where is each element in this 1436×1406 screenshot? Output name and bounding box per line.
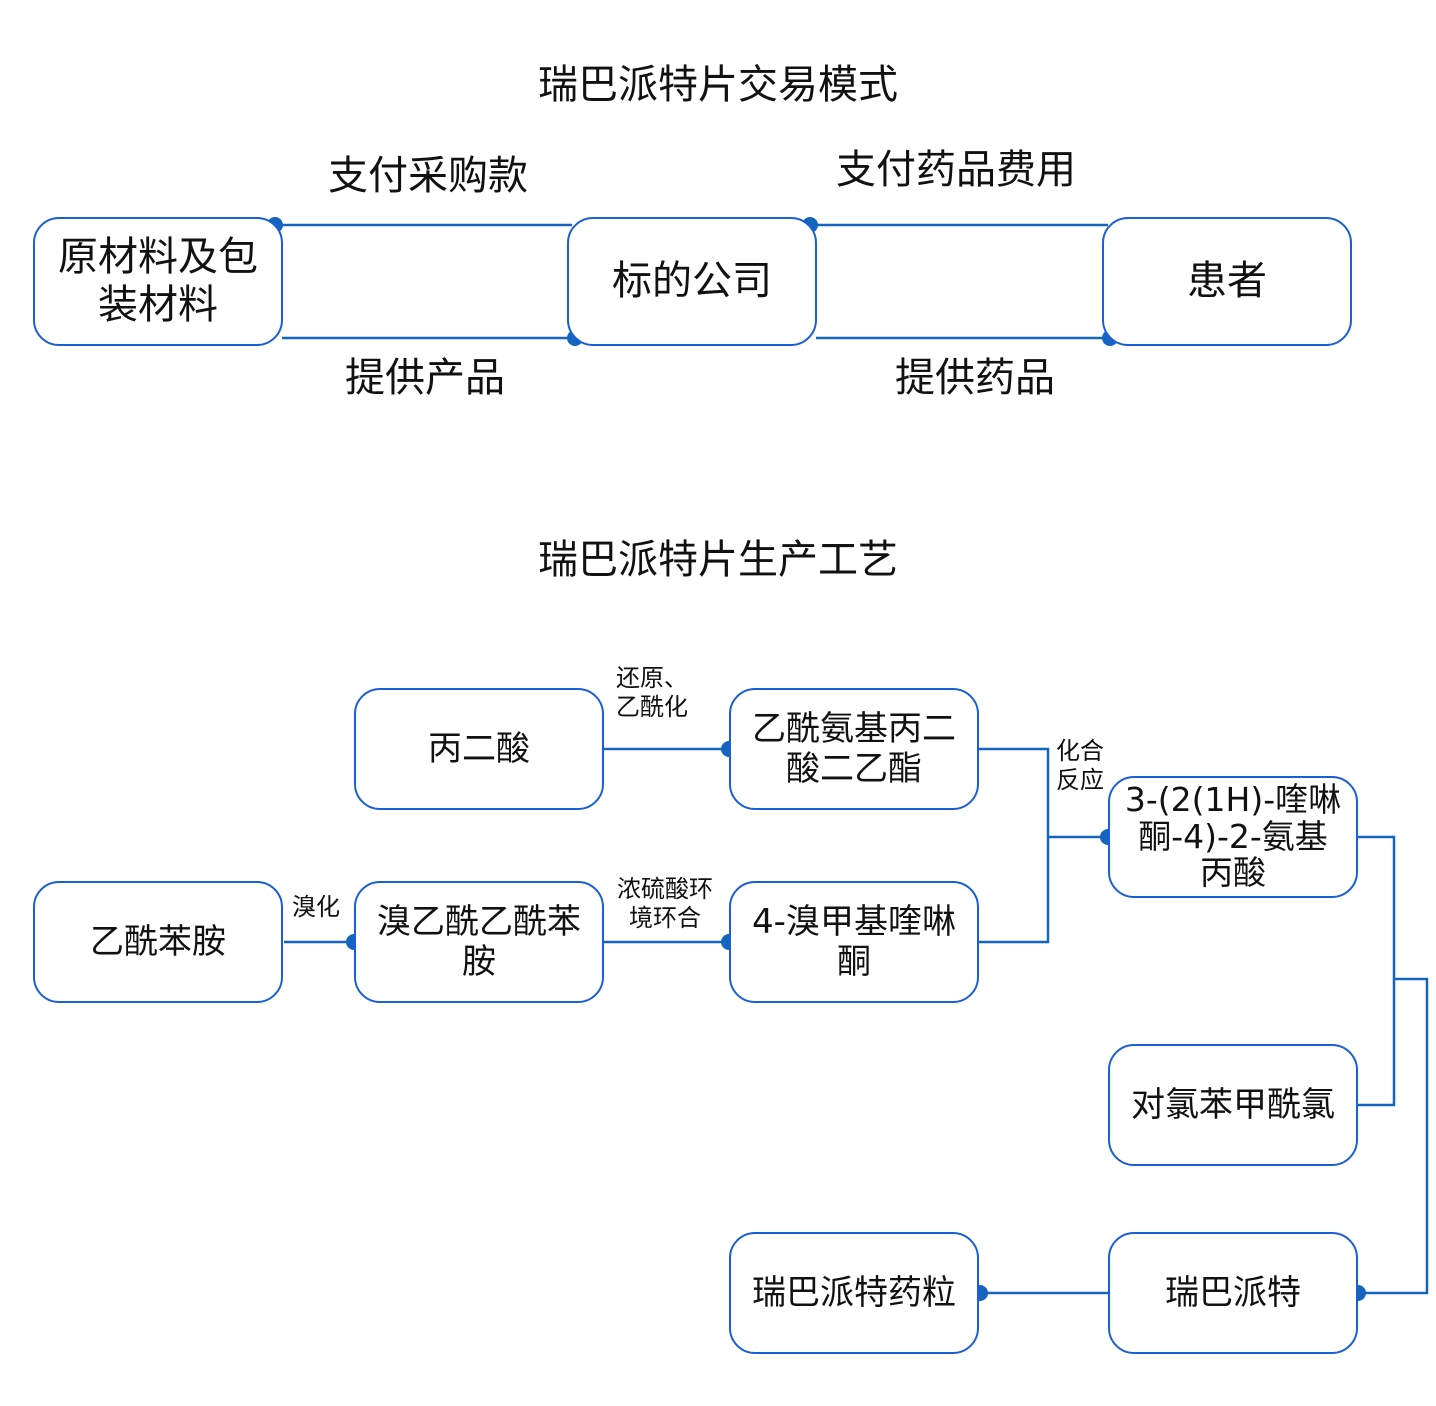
edge-label-provide-drug: 提供药品 xyxy=(895,355,1055,401)
edge-label-bromination: 溴化 xyxy=(292,893,340,921)
node-chlorobenzoyl-chloride[interactable]: 对氯苯甲酰氯 xyxy=(1108,1044,1358,1166)
edge-amino-out xyxy=(1358,835,1396,1107)
node-label: 4-溴甲基喹啉酮 xyxy=(752,901,956,982)
node-label: 对氯苯甲酰氯 xyxy=(1131,1084,1335,1125)
node-label: 瑞巴派特 xyxy=(1165,1272,1301,1313)
node-bromomethyl-quinolinone[interactable]: 4-溴甲基喹啉酮 xyxy=(729,881,979,1003)
edge-label-pay-purchase: 支付采购款 xyxy=(328,153,528,199)
node-amino-propionic-acid[interactable]: 3-(2(1H)-喹啉酮-4)-2-氨基丙酸 xyxy=(1108,776,1358,898)
edge-label-line: 浓硫酸环 xyxy=(617,875,713,903)
node-label: 乙酰苯胺 xyxy=(90,921,226,962)
edge-label-sulfuric-cyclization: 浓硫酸环 境环合 xyxy=(617,875,713,933)
node-acetamido-malonate[interactable]: 乙酰氨基丙二酸二乙酯 xyxy=(729,688,979,810)
node-rebamipide-granules[interactable]: 瑞巴派特药粒 xyxy=(729,1232,979,1354)
node-patient[interactable]: 患者 xyxy=(1102,217,1352,346)
node-acetanilide[interactable]: 乙酰苯胺 xyxy=(33,881,283,1003)
node-company[interactable]: 标的公司 xyxy=(567,217,817,346)
node-rebamipide[interactable]: 瑞巴派特 xyxy=(1108,1232,1358,1354)
edge-label-pay-drug-fee: 支付药品费用 xyxy=(836,147,1076,193)
node-supplier[interactable]: 原材料及包装材料 xyxy=(33,217,283,346)
node-bromo-acetoacetanilide[interactable]: 溴乙酰乙酰苯胺 xyxy=(354,881,604,1003)
process-title: 瑞巴派特片生产工艺 xyxy=(538,537,898,583)
edge-to-rebamipide xyxy=(1358,977,1429,1295)
edge-label-combination-reaction: 化合 反应 xyxy=(1056,737,1104,795)
node-malonic-acid[interactable]: 丙二酸 xyxy=(354,688,604,810)
node-label: 瑞巴派特药粒 xyxy=(752,1272,956,1313)
node-label: 患者 xyxy=(1187,257,1267,304)
node-label: 丙二酸 xyxy=(428,728,530,769)
edge-combination-merge xyxy=(979,747,1050,944)
edge-label-line: 还原、 xyxy=(616,664,688,692)
edge-label-line: 境环合 xyxy=(629,903,701,932)
node-label: 原材料及包装材料 xyxy=(58,234,258,328)
edge-label-provide-product: 提供产品 xyxy=(345,355,505,401)
trade-title: 瑞巴派特片交易模式 xyxy=(538,62,898,108)
node-label: 3-(2(1H)-喹啉酮-4)-2-氨基丙酸 xyxy=(1124,779,1342,893)
edge-label-reduction-acetylation: 还原、 乙酰化 xyxy=(616,664,688,722)
node-label: 标的公司 xyxy=(612,257,772,304)
edge-label-line: 反应 xyxy=(1056,765,1104,794)
node-label: 溴乙酰乙酰苯胺 xyxy=(377,901,581,982)
edge-label-line: 化合 xyxy=(1056,737,1104,765)
edge-label-line: 乙酰化 xyxy=(616,692,688,721)
node-label: 乙酰氨基丙二酸二乙酯 xyxy=(752,708,956,789)
